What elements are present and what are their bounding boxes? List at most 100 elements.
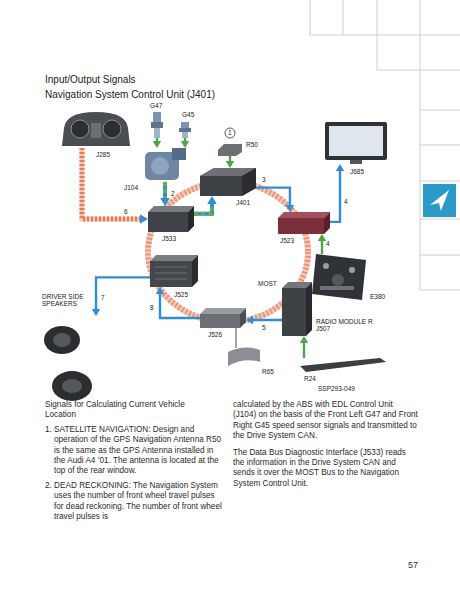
page-number: 57 <box>408 560 418 570</box>
component: J533 <box>148 206 194 232</box>
signal-line <box>153 138 161 148</box>
part-label: J533 <box>162 235 176 242</box>
part-label: R50 <box>246 141 258 148</box>
signal-line <box>256 188 290 207</box>
body-text: The Data Bus Diagnostic Interface (J533)… <box>233 448 418 490</box>
amplifier <box>150 255 198 261</box>
page-tab-grid <box>377 70 460 71</box>
page-tab-grid <box>420 145 460 146</box>
navigation-control-unit <box>200 168 256 196</box>
signal-line <box>236 328 237 348</box>
gps-antenna <box>218 144 242 156</box>
speed-sensor <box>181 122 189 128</box>
callout-number: 8 <box>150 304 154 311</box>
callout-number: 1 <box>228 129 232 136</box>
part-label: J285 <box>96 151 110 158</box>
signal-line <box>300 336 308 358</box>
part-label: J401 <box>236 199 250 206</box>
component: DRIVER SIDE SPEAKERS <box>42 316 102 404</box>
component: J523 <box>278 212 330 234</box>
speed-sensor <box>179 128 191 132</box>
arrow-head <box>286 205 294 212</box>
page-title: Input/Output Signals <box>45 74 136 86</box>
control-panel <box>332 274 344 286</box>
component: R24 <box>300 358 386 372</box>
abs-control-unit <box>151 157 169 175</box>
control-panel <box>312 254 366 300</box>
control-unit <box>200 308 246 314</box>
control-unit <box>278 218 324 234</box>
list-item: 2. DEAD RECKONING: The Navigation System… <box>45 481 226 523</box>
signal-line <box>156 287 200 318</box>
arrow-head <box>92 309 100 316</box>
signal-line <box>96 277 150 310</box>
speed-sensor <box>182 132 188 138</box>
signal-line <box>194 202 212 213</box>
part-label: G45 <box>182 111 194 118</box>
arrow-head <box>140 214 148 224</box>
component: R50 <box>218 144 242 156</box>
part-label: J104 <box>124 184 138 191</box>
page-tab-grid <box>420 110 460 111</box>
instrument-cluster <box>62 112 130 146</box>
signal-line <box>194 202 212 213</box>
gateway-unit <box>188 206 194 232</box>
control-unit <box>324 212 330 234</box>
signal-line <box>194 196 217 214</box>
component: J104 <box>143 148 187 182</box>
part-label: R24 <box>304 375 316 382</box>
control-panel <box>320 286 354 290</box>
signal-line <box>82 148 148 224</box>
display-unit <box>325 122 387 160</box>
antenna-part <box>228 347 260 366</box>
signal-line <box>318 234 326 254</box>
speaker <box>53 333 71 347</box>
arrow-head <box>318 234 326 241</box>
component: J285 <box>62 112 130 148</box>
callout-number: 3 <box>262 176 266 183</box>
signal-line <box>82 148 142 219</box>
component: RADIO MODULE R J507 <box>282 282 312 336</box>
signal-line <box>303 342 305 358</box>
signal-line <box>330 164 344 222</box>
signal-line <box>163 182 167 200</box>
gps-antenna <box>218 128 242 156</box>
part-label: J523 <box>280 237 294 244</box>
signal-line <box>160 182 170 206</box>
arrow-head <box>336 164 344 171</box>
control-unit <box>278 212 330 218</box>
page-tab-grid <box>420 181 460 182</box>
control-unit <box>240 308 246 328</box>
part-label: J685 <box>350 168 364 175</box>
page-tab-grid <box>310 35 460 36</box>
display-unit <box>329 126 383 156</box>
radio-module <box>282 282 312 336</box>
signal-line <box>163 182 167 200</box>
speaker <box>44 326 92 401</box>
navigation-icon <box>430 190 449 211</box>
page-tab-grid <box>310 0 311 35</box>
component: J526 <box>200 308 246 328</box>
bus-label: MOST <box>258 280 277 287</box>
antenna-strip <box>300 358 386 372</box>
signal-line <box>321 240 323 254</box>
signal-line <box>330 170 340 222</box>
speaker <box>44 326 80 354</box>
section-heading: Signals for Calculating Current Vehicle … <box>45 400 217 421</box>
instrument-cluster <box>71 120 89 138</box>
speaker <box>52 371 92 401</box>
instrument-cluster <box>103 120 121 138</box>
control-unit <box>200 314 240 328</box>
display-unit <box>350 160 362 164</box>
speed-sensor <box>151 112 163 138</box>
gateway-unit <box>148 206 194 212</box>
callout-number: 7 <box>101 294 105 301</box>
signal-line <box>246 316 282 324</box>
arrow-head <box>156 287 164 294</box>
page-tab-grid <box>420 290 460 291</box>
speed-sensor <box>154 128 160 138</box>
part-label: DRIVER SIDE SPEAKERS <box>42 293 94 308</box>
part-label: G47 <box>150 102 162 109</box>
component: J525 <box>150 255 198 287</box>
component: J401 <box>200 168 256 196</box>
